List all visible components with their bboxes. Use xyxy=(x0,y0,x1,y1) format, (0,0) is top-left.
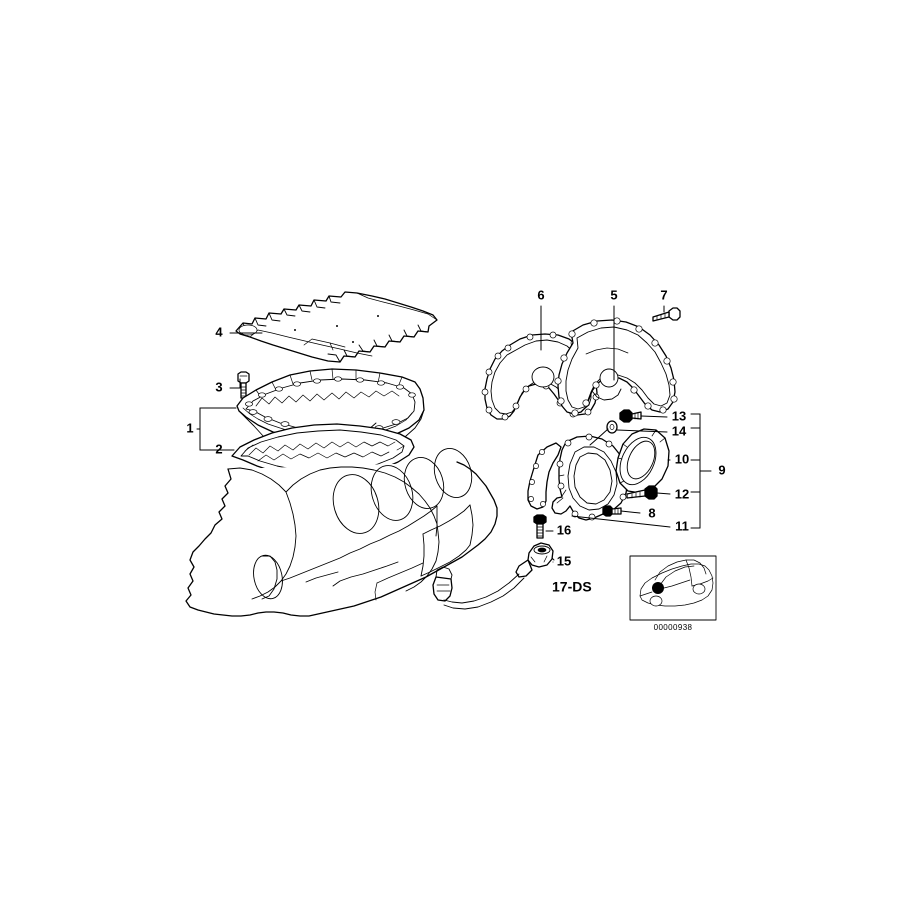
callout-label-14: 14 xyxy=(672,423,687,438)
callout-label-13: 13 xyxy=(672,408,686,423)
callout-label-9: 9 xyxy=(718,462,725,477)
vehicle-thumbnail: 00000938 xyxy=(629,555,717,632)
part-oil-baffle-plate[interactable] xyxy=(235,291,438,363)
callout-label-3: 3 xyxy=(215,379,222,394)
part-timing-cover-bolt[interactable] xyxy=(652,307,681,322)
callout-leader-11 xyxy=(571,515,671,528)
part-oil-level-sensor[interactable] xyxy=(432,542,554,610)
callout-leader-12 xyxy=(656,492,671,495)
callout-label-8: 8 xyxy=(648,505,655,520)
part-housing-stud-bolt[interactable] xyxy=(619,409,642,423)
part-oil-pan[interactable] xyxy=(236,368,425,463)
part-housing-washer[interactable] xyxy=(589,420,618,446)
callout-label-4: 4 xyxy=(215,324,223,339)
callout-bracket-9 xyxy=(690,413,712,529)
callout-leader-14 xyxy=(616,429,668,433)
part-seal-housing-bolt-long[interactable] xyxy=(626,485,658,500)
variant-label: 17-DS xyxy=(552,579,592,595)
callout-label-16: 16 xyxy=(557,522,571,537)
part-seal-housing-bolt-short[interactable] xyxy=(602,505,622,517)
thumbnail-code: 00000938 xyxy=(654,623,693,632)
seal-housing-side-holes xyxy=(528,449,546,507)
car-side-view-icon xyxy=(639,559,714,607)
part-oil-level-sensor-bolt[interactable] xyxy=(533,514,547,539)
engine-block-outline xyxy=(185,448,498,617)
callout-label-1: 1 xyxy=(186,420,193,435)
callout-leader-8 xyxy=(620,510,641,514)
callout-label-11: 11 xyxy=(675,518,689,533)
part-timing-case-cover[interactable] xyxy=(554,317,678,417)
callout-leader-13 xyxy=(640,415,668,418)
part-crankshaft-rear-seal[interactable] xyxy=(613,428,670,494)
callout-label-5: 5 xyxy=(610,287,617,302)
callout-label-15: 15 xyxy=(557,553,571,568)
part-rear-seal-housing[interactable] xyxy=(527,433,631,521)
callout-bracket-1-2 xyxy=(196,407,237,451)
callout-leader-15 xyxy=(551,557,555,563)
callout-label-10: 10 xyxy=(675,451,689,466)
callout-label-7: 7 xyxy=(660,287,667,302)
callout-label-2: 2 xyxy=(215,441,222,456)
callout-label-12: 12 xyxy=(675,486,689,501)
callout-label-6: 6 xyxy=(537,287,544,302)
callout-leader-3 xyxy=(229,378,241,389)
